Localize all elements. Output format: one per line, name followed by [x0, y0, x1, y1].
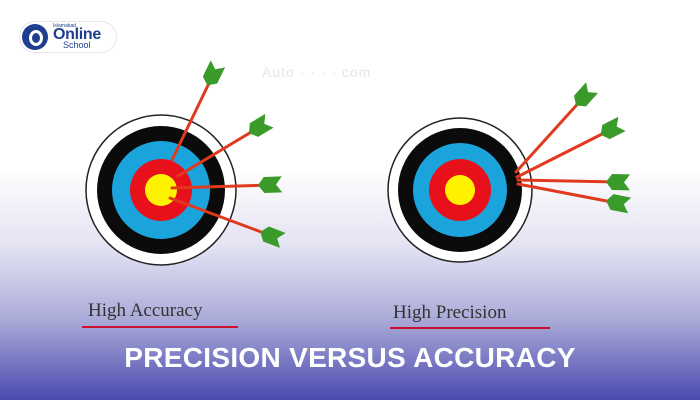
arrow-icon [257, 176, 283, 194]
logo-sub-text: School [63, 40, 91, 50]
online-school-logo-icon [22, 24, 48, 50]
target-left-bullseye [145, 174, 177, 206]
arrows-right [514, 96, 619, 205]
arrow-shaft [170, 183, 272, 190]
arrow-icon [597, 116, 626, 142]
target-right-bullseye [445, 175, 475, 205]
target-left [85, 114, 237, 266]
caption-high-precision: High Precision [393, 302, 507, 323]
page-title: PRECISION VERSUS ACCURACY [124, 342, 576, 373]
logo-brand-text: Online [53, 26, 101, 43]
watermark-text: Auto · · · · com [262, 64, 372, 80]
arrow-icon [244, 113, 274, 140]
logo[interactable]: Islamabad Online School [20, 22, 116, 52]
target-right [387, 117, 533, 263]
fletchings-right [570, 82, 632, 214]
logo-small-text: Islamabad [53, 23, 77, 29]
arrow-icon [604, 193, 632, 214]
arrows-left [168, 75, 274, 238]
arrow-shaft [514, 96, 585, 174]
caption-high-accuracy: High Accuracy [88, 300, 203, 321]
arrow-icon [200, 60, 226, 89]
caption-underline-left [82, 326, 238, 328]
arrow-icon [257, 224, 286, 248]
arrow-shaft [168, 196, 274, 238]
arrow-shaft [170, 75, 214, 162]
arrow-icon [605, 173, 631, 191]
caption-underline-right [390, 327, 550, 329]
arrow-shaft [516, 182, 619, 205]
arrow-shaft [515, 128, 612, 179]
arrow-shaft [176, 126, 260, 178]
arrow-shaft [516, 178, 619, 184]
